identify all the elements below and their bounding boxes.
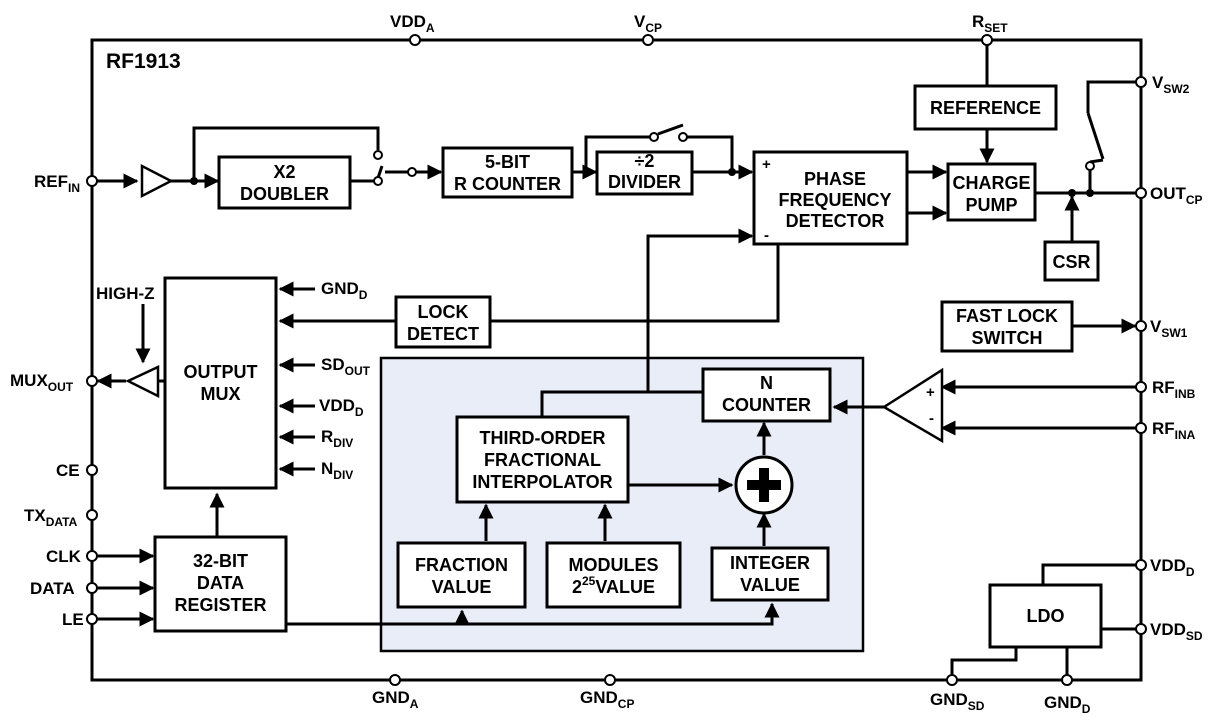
csr-block: CSR [1043, 240, 1100, 282]
ldo-block: LDO [988, 583, 1103, 649]
pin-label-high-z: HIGH-Z [96, 284, 155, 303]
svg-text:FRACTION: FRACTION [415, 555, 508, 575]
svg-text:DATA: DATA [197, 573, 244, 593]
pfd-minus-sign: - [764, 227, 769, 244]
pin-label-n-div: NDIV [321, 459, 353, 482]
x2-doubler-block: X2 DOUBLER [217, 155, 352, 210]
chip-outline [90, 38, 1143, 682]
adder-symbol [734, 455, 794, 515]
divider-block: ÷2 DIVIDER [595, 150, 694, 196]
svg-text:DETECTOR: DETECTOR [786, 211, 885, 231]
svg-text:CHARGE: CHARGE [952, 173, 1030, 193]
svg-text:DIVIDER: DIVIDER [608, 172, 681, 192]
amp-plus-sign: + [926, 384, 935, 401]
rf-input-amplifier [881, 367, 944, 444]
pin-label-vdd-sd: VDDSD [1150, 620, 1203, 643]
amp-minus-sign: - [929, 410, 934, 427]
pin-label-rf-inb: RFINB [1152, 378, 1196, 401]
modules-value-block: MODULES 225VALUE [545, 541, 682, 609]
pin-label-gnd-cp: GNDCP [580, 688, 634, 711]
svg-text:PHASE: PHASE [804, 169, 866, 189]
pfd-block: PHASE FREQUENCY DETECTOR + - [752, 150, 909, 246]
pin-label-v-sw1: VSW1 [1150, 317, 1188, 340]
pin-label-out-cp: OUTCP [1150, 184, 1203, 207]
pin-label-sd-out: SDOUT [321, 355, 371, 378]
pin-label-vdd-d-mux: VDDD [319, 396, 364, 419]
svg-text:225VALUE: 225VALUE [572, 574, 655, 597]
svg-text:THIRD-ORDER: THIRD-ORDER [480, 428, 606, 448]
pin-label-gnd-d-bottom: GNDD [1044, 693, 1091, 716]
ref-in-buffer [140, 163, 174, 199]
svg-text:FREQUENCY: FREQUENCY [778, 190, 891, 210]
pin-label-gnd-a: GNDA [372, 688, 419, 711]
pin-label-vdd-a: VDDA [390, 12, 435, 35]
pin-label-gnd-d-mux: GNDD [321, 279, 368, 302]
svg-text:VALUE: VALUE [740, 575, 800, 595]
pin-label-r-div: RDIV [321, 427, 353, 450]
pin-label-mux-out: MUXOUT [10, 371, 74, 394]
integer-value-block: INTEGER VALUE [710, 546, 830, 602]
svg-text:OUTPUT: OUTPUT [184, 362, 258, 382]
svg-text:INTERPOLATOR: INTERPOLATOR [472, 472, 612, 492]
pin-label-rf-ina: RFINA [1152, 419, 1196, 442]
lock-detect-block: LOCK DETECT [394, 295, 492, 349]
svg-text:R COUNTER: R COUNTER [454, 174, 561, 194]
r-counter-block: 5-BIT R COUNTER [441, 146, 574, 199]
pin-label-ref-in: REFIN [34, 172, 80, 195]
fast-lock-switch-block: FAST LOCK SWITCH [940, 300, 1074, 353]
svg-text:REFERENCE: REFERENCE [930, 98, 1041, 118]
pin-label-vdd-d-right: VDDD [1150, 556, 1195, 579]
svg-text:32-BIT: 32-BIT [193, 551, 248, 571]
svg-text:SWITCH: SWITCH [972, 328, 1043, 348]
svg-text:FRACTIONAL: FRACTIONAL [484, 450, 601, 470]
svg-text:REGISTER: REGISTER [174, 595, 266, 615]
pin-label-r-set: RSET [972, 12, 1008, 35]
switch-contacts [373, 132, 1095, 186]
data-register-block: 32-BIT DATA REGISTER [153, 535, 288, 633]
junction-dots [190, 168, 1094, 197]
chip-name: RF1913 [106, 50, 181, 73]
svg-text:MUX: MUX [201, 384, 241, 404]
svg-text:PUMP: PUMP [965, 195, 1017, 215]
pin-label-v-sw2: VSW2 [1152, 73, 1190, 96]
reference-block: REFERENCE [913, 84, 1058, 131]
pin-label-ce: CE [56, 461, 80, 480]
svg-text:÷2: ÷2 [635, 151, 655, 171]
svg-text:INTEGER: INTEGER [730, 553, 810, 573]
pin-label-gnd-sd: GNDSD [930, 690, 985, 713]
svg-text:CSR: CSR [1052, 252, 1090, 272]
svg-text:5-BIT: 5-BIT [485, 152, 530, 172]
svg-text:VALUE: VALUE [432, 577, 492, 597]
svg-text:N: N [760, 373, 773, 393]
svg-text:FAST LOCK: FAST LOCK [956, 306, 1058, 326]
pfd-plus-sign: + [762, 156, 771, 173]
svg-text:DETECT: DETECT [407, 324, 479, 344]
svg-text:LDO: LDO [1027, 606, 1065, 626]
charge-pump-block: CHARGE PUMP [946, 162, 1037, 222]
output-mux-block: OUTPUT MUX [163, 276, 278, 490]
pin-label-v-cp: VCP [634, 12, 662, 35]
pin-label-data: DATA [30, 579, 75, 598]
pin-circles [86, 34, 1147, 686]
svg-text:DOUBLER: DOUBLER [240, 184, 329, 204]
pin-label-le: LE [62, 610, 84, 629]
mux-out-buffer [125, 365, 160, 399]
pin-label-tx-data: TXDATA [24, 506, 78, 529]
n-counter-block: N COUNTER [701, 367, 832, 423]
pin-label-clk: CLK [46, 547, 82, 566]
svg-text:X2: X2 [273, 162, 295, 182]
svg-text:LOCK: LOCK [418, 302, 469, 322]
interpolator-block: THIRD-ORDER FRACTIONAL INTERPOLATOR [455, 415, 630, 504]
svg-text:MODULES: MODULES [569, 555, 659, 575]
svg-text:COUNTER: COUNTER [722, 395, 811, 415]
fraction-value-block: FRACTION VALUE [396, 541, 527, 609]
